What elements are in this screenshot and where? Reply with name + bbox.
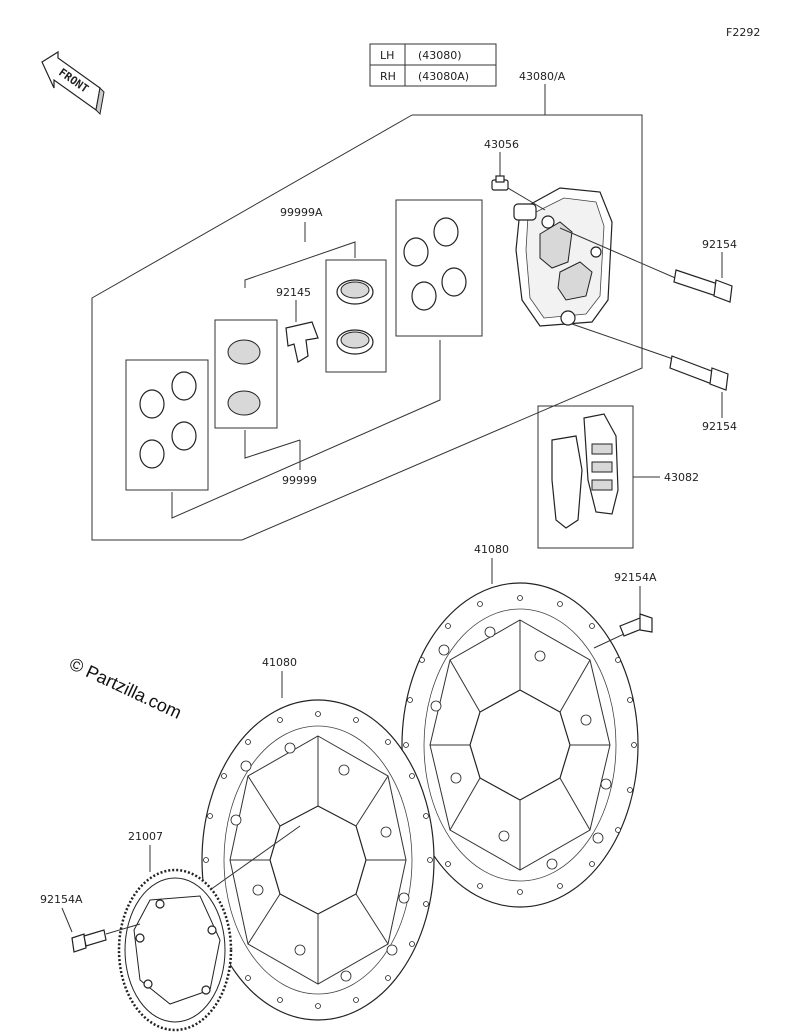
side-table: LH (43080) RH (43080A) [369,43,497,87]
figure-code: F2292 [726,26,760,39]
callout-41080-right: 41080 [474,543,509,556]
table-side-lh: LH [380,49,394,62]
callout-92154-upper: 92154 [702,238,737,251]
callout-41080-left: 41080 [262,656,297,669]
seal-ring-box-left [125,359,209,491]
table-code-rh: (43080A) [418,70,469,83]
brake-pads: 43082 [537,405,699,549]
callout-92154-lower: 92154 [702,420,737,433]
callout-92154a-left: 92154A [40,893,83,906]
seal-ring-box-right [395,199,483,337]
table-side-rh: RH [380,70,396,83]
bleeder-valve: 43056 [484,138,546,211]
callout-92154a-right: 92154A [614,571,657,584]
caliper-assembly-bracket: 43080/A [91,70,643,541]
callout-43080-a: 43080/A [519,70,566,83]
seal-kit-a-bracket: 99999A [244,206,356,288]
caliper-bolt-upper: 92154 [559,227,737,303]
disc-bolt-right: 92154A [593,571,657,649]
callout-99999: 99999 [282,474,317,487]
callout-99999a: 99999A [280,206,323,219]
piston-box-small [214,319,278,429]
callout-21007: 21007 [128,830,163,843]
disc-bolt-left: 92154A [40,893,141,953]
watermark-text: © Partzilla.com [66,653,184,722]
piston-box-large [325,259,387,373]
pad-spring: 92145 [276,286,319,363]
brake-disc-left: 41080 [201,656,435,1021]
seal-kit-bracket: 99999 [171,340,441,519]
callout-92145: 92145 [276,286,311,299]
front-arrow-icon: FRONT [41,50,105,116]
callout-43056: 43056 [484,138,519,151]
caliper-bolt-lower: 92154 [571,323,737,433]
callout-43082: 43082 [664,471,699,484]
brake-disc-right: 41080 [401,543,639,908]
table-code-lh: (43080) [418,49,462,62]
abs-sensor-rotor: 21007 [117,825,301,1032]
brake-caliper [513,187,613,327]
